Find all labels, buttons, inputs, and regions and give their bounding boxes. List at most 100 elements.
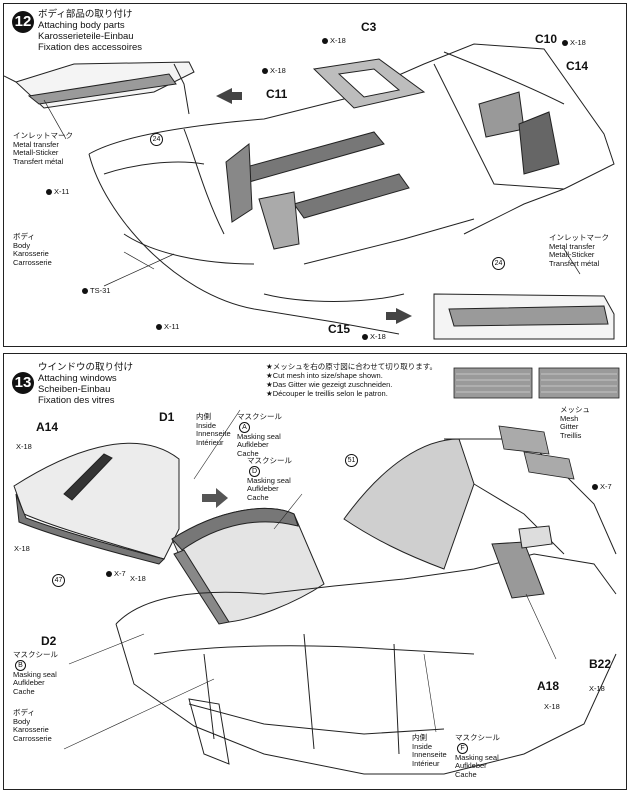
title-jp: ウインドウの取り付け (38, 362, 134, 373)
label-en: Masking seal (13, 669, 57, 679)
part-b22-a18-shapes (491, 525, 553, 599)
body-label-13: ボディ Body Karosserie Carrosserie (13, 708, 52, 743)
label-fr: Treillis (560, 430, 582, 440)
part-d1-shape (13, 442, 180, 565)
step-title: ウインドウの取り付け Attaching windows Scheiben-Ei… (38, 362, 133, 406)
note-en: ★Cut mesh into size/shape shown. (266, 371, 383, 380)
label-en: Masking seal (247, 475, 291, 485)
screw-x7-left: X-7 (106, 569, 126, 578)
screw-x18-a18: X-18 (544, 702, 560, 711)
seal-letter-a: A (239, 421, 250, 433)
title-en: Attaching body parts (38, 20, 125, 31)
screw-x11-bottom: X-11 (156, 322, 179, 331)
screw-label: TS-31 (90, 286, 111, 295)
screw-label: X-18 (570, 38, 586, 47)
screw-label: X-18 (14, 544, 30, 553)
ref-51: 51 (345, 454, 358, 467)
label-jp: 内側 (196, 412, 211, 421)
body-outline-13 (115, 438, 617, 775)
step-number: 12 (12, 11, 34, 33)
screw-label: X-18 (544, 702, 560, 711)
main-window-shape (343, 438, 475, 570)
leader-lines (43, 99, 581, 287)
title-jp: ボディ部品の取り付け (38, 9, 133, 20)
label-en: Metal transfer (13, 139, 59, 149)
part-c11-shape (238, 131, 385, 183)
inside-label-bottom: 内側 Inside Innenseite Intérieur (412, 733, 447, 768)
screw-x18-mid: X-18 (130, 574, 146, 583)
label-fr: Cache (13, 686, 35, 696)
label-de: Aufkleber (13, 678, 45, 688)
label-fr: Intérieur (196, 437, 224, 447)
label-en: Masking seal (237, 431, 281, 441)
step-13-illustration (13, 367, 620, 775)
label-de: Gitter (560, 422, 579, 432)
mesh-cut-note: ★メッシュを右の原寸図に合わせて切り取ります。 ★Cut mesh into s… (266, 362, 437, 398)
screw-label: X-18 (589, 684, 605, 693)
part-a14: A14 (36, 420, 59, 434)
label-de: Aufkleber (237, 440, 269, 450)
screw-x18-right: X-18 (562, 38, 586, 47)
label-jp: インレットマーク (13, 131, 73, 140)
title-de: Karosserieteile-Einbau (38, 31, 134, 42)
screw-x18-b22: X-18 (589, 684, 605, 693)
label-de: Aufkleber (247, 484, 279, 494)
step-title: ボディ部品の取り付け Attaching body parts Karosser… (38, 9, 142, 53)
label-fr: Cache (247, 492, 269, 502)
label-jp: ボディ (13, 232, 35, 241)
label-jp-text: マスクシール (237, 412, 282, 421)
label-en: Inside (196, 420, 217, 430)
title-de: Scheiben-Einbau (38, 384, 111, 395)
seal-letter-f: F (457, 742, 468, 754)
label-jp: インレットマーク (549, 233, 609, 242)
part-c11: C11 (266, 87, 288, 101)
screw-label: X-18 (130, 574, 146, 583)
seal-letter-d: D (249, 465, 260, 477)
label-de: Metall-Sticker (13, 148, 59, 158)
seal-letter-b: B (15, 659, 26, 671)
label-fr: Transfert métal (13, 156, 64, 166)
leader-lines-13 (63, 409, 557, 750)
inlet-detail-right (433, 293, 615, 340)
screw-x18-bottom: X-18 (362, 332, 386, 341)
label-jp: 内側 (412, 733, 427, 742)
screw-label: X-7 (600, 482, 612, 491)
arrow-left-fish (216, 88, 242, 104)
inlet-label-left: インレットマーク Metal transfer Metall-Sticker T… (13, 131, 73, 166)
label-en: Mesh (560, 413, 579, 423)
step-12-panel: 12 ボディ部品の取り付け Attaching body parts Karos… (3, 3, 627, 347)
part-c15: C15 (328, 322, 351, 336)
note-fr: ★Découper le treillis selon le patron. (266, 389, 388, 398)
part-d1: D1 (159, 410, 175, 424)
inlet-detail-left (4, 61, 195, 115)
part-c3-shape (312, 58, 426, 109)
label-jp-text: マスクシール (455, 733, 500, 742)
note-de: ★Das Gitter wie gezeigt zuschneiden. (266, 380, 393, 389)
inside-label-top: 内側 Inside Innenseite Intérieur (196, 412, 231, 447)
label-de: Karosserie (13, 249, 49, 259)
label-en: Metal transfer (549, 241, 595, 251)
label-de: Karosserie (13, 725, 49, 735)
side-panels (225, 91, 560, 250)
screw-x18-a14: X-18 (16, 442, 32, 451)
label-jp-text: マスクシール (247, 456, 292, 465)
title-en: Attaching windows (38, 373, 117, 384)
mesh-pieces (498, 425, 575, 480)
screw-x18-left: X-18 (14, 544, 30, 553)
arrow-right (202, 488, 228, 508)
screw-x7-right: X-7 (592, 482, 612, 491)
part-c14: C14 (566, 59, 589, 73)
screw-ts31: TS-31 (82, 286, 110, 295)
part-d2-shape (171, 507, 325, 625)
body-label: ボディ Body Karosserie Carrosserie (13, 232, 52, 267)
screw-label: X-11 (54, 187, 70, 196)
label-fr: Carrosserie (13, 733, 52, 743)
ref-24-right: 24 (492, 257, 505, 270)
screw-label: X-18 (330, 36, 346, 45)
note-jp: ★メッシュを右の原寸図に合わせて切り取ります。 (266, 362, 437, 371)
label-fr: Intérieur (412, 758, 440, 768)
